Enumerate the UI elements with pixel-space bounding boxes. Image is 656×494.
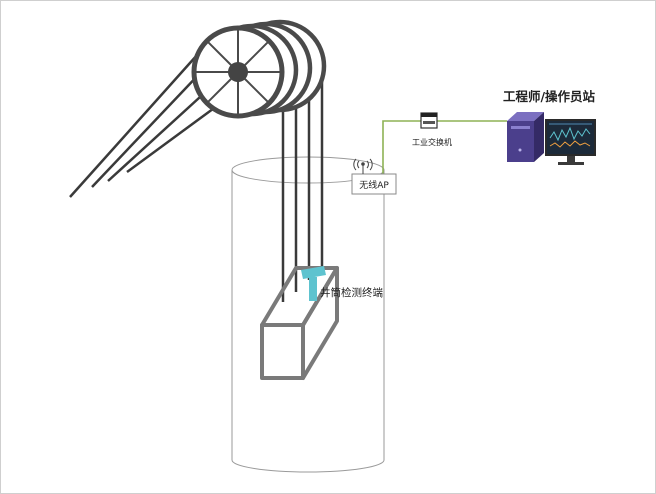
monitor-base [558, 162, 584, 165]
monitor-neck [567, 156, 575, 162]
switch-label: 工业交换机 [412, 137, 452, 147]
switch-port-panel [423, 121, 435, 124]
shaft-terminal-icon [301, 266, 326, 301]
rope [107, 86, 212, 182]
station-title: 工程师/操作员站 [503, 89, 596, 104]
rope [69, 53, 199, 198]
network-link [382, 120, 507, 174]
sheave-wheel-icon [191, 19, 327, 119]
monitor-icon [545, 119, 596, 165]
monitor-screen [547, 121, 594, 154]
network-switch-icon [420, 112, 438, 129]
rope [126, 101, 222, 174]
rope [91, 69, 204, 188]
tower-drive-bay [511, 126, 530, 129]
terminal-label: 井筒检测终端 [320, 286, 383, 299]
terminal-stem [309, 277, 317, 301]
hoist-cage [260, 266, 339, 380]
screen-trace [549, 126, 591, 142]
wireless-ap: 无线AP [351, 158, 397, 195]
hoist-ropes-vertical [281, 68, 324, 302]
ap-label: 无线AP [359, 179, 389, 191]
sheave-hub [228, 62, 248, 82]
wifi-icon [353, 158, 373, 174]
tower-side [534, 112, 544, 162]
terminal-head [301, 266, 326, 279]
ap-box [351, 173, 397, 195]
computer-tower-icon [507, 112, 544, 162]
cage-front-face [260, 323, 305, 380]
tower-top [507, 112, 544, 121]
hoist-ropes-incline [69, 53, 222, 198]
shaft-bottom-rim [231, 459, 385, 473]
screen-trace [549, 140, 591, 148]
tower-power-light [518, 148, 522, 152]
switch-top [421, 113, 437, 117]
